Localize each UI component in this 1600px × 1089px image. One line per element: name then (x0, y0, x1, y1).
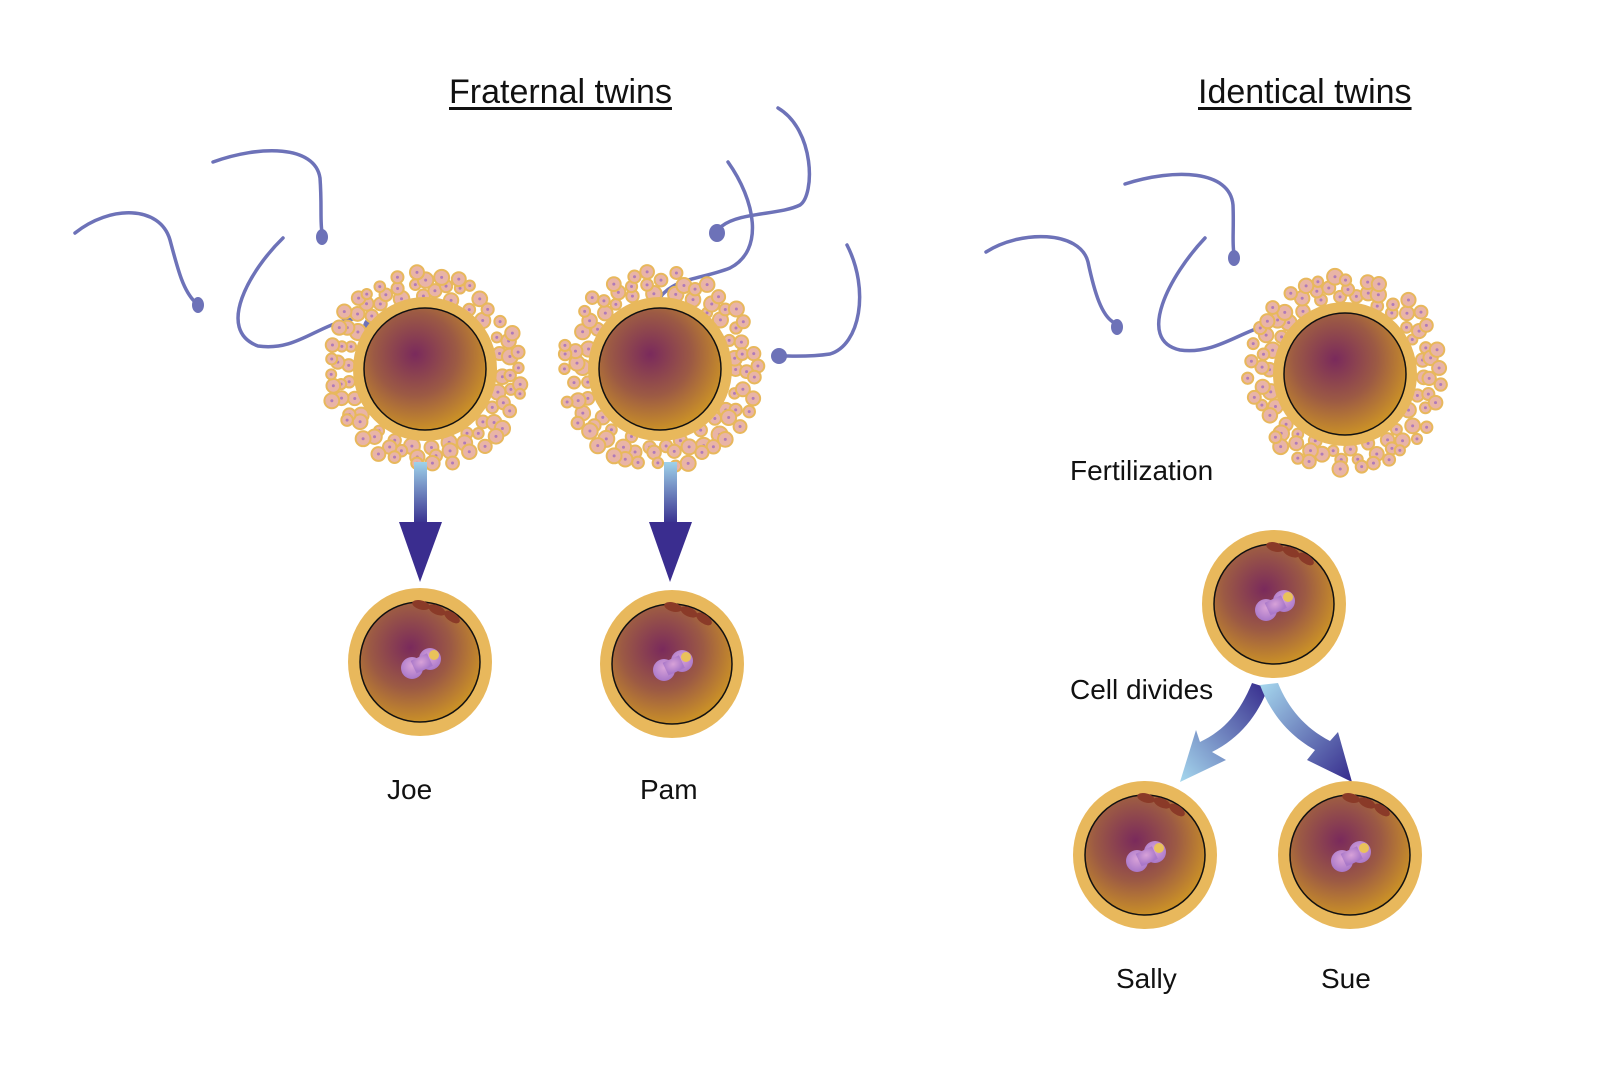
label-cell-divides: Cell divides (1070, 674, 1214, 705)
sperm-6 (771, 243, 862, 364)
egg-fraternal-1 (323, 264, 529, 472)
zygote-pam (600, 590, 744, 738)
polar-bodies (1137, 793, 1185, 817)
zygote-joe (348, 588, 492, 736)
cytoplasm (1283, 312, 1407, 436)
arrow-joe (399, 462, 442, 582)
egg-identical (1241, 267, 1448, 478)
polar-bodies (664, 602, 712, 626)
arrow-sally (1180, 683, 1268, 782)
pronuclei (1331, 841, 1371, 872)
cytoplasm (598, 307, 722, 431)
sperm-8 (1123, 172, 1240, 266)
title-fraternal: Fraternal twins (449, 73, 672, 111)
pronuclei (1255, 590, 1295, 621)
sperm-5 (709, 106, 812, 242)
zygote-dividing (1202, 530, 1346, 678)
sperm-2 (211, 149, 328, 245)
pronuclei (401, 648, 441, 679)
label-pam: Pam (640, 774, 698, 805)
polar-bodies (412, 600, 460, 624)
arrow-sue (1260, 683, 1352, 782)
arrow-pam (649, 462, 692, 582)
polar-bodies (1342, 793, 1390, 817)
title-identical: Identical twins (1198, 73, 1412, 111)
sperm-1 (73, 211, 204, 313)
cytoplasm (363, 307, 487, 431)
corona-cells (557, 264, 766, 473)
label-joe: Joe (387, 774, 433, 805)
zygote-sally (1073, 781, 1217, 929)
sperm-7 (984, 234, 1123, 335)
label-sue: Sue (1321, 963, 1371, 994)
pronuclei (653, 650, 693, 681)
label-fertilization: Fertilization (1070, 455, 1214, 486)
pronuclei (1126, 841, 1166, 872)
zygote-sue (1278, 781, 1422, 929)
egg-fraternal-2 (557, 264, 766, 473)
label-sally: Sally (1116, 963, 1177, 994)
corona-cells (1241, 267, 1448, 478)
polar-bodies (1266, 542, 1314, 566)
